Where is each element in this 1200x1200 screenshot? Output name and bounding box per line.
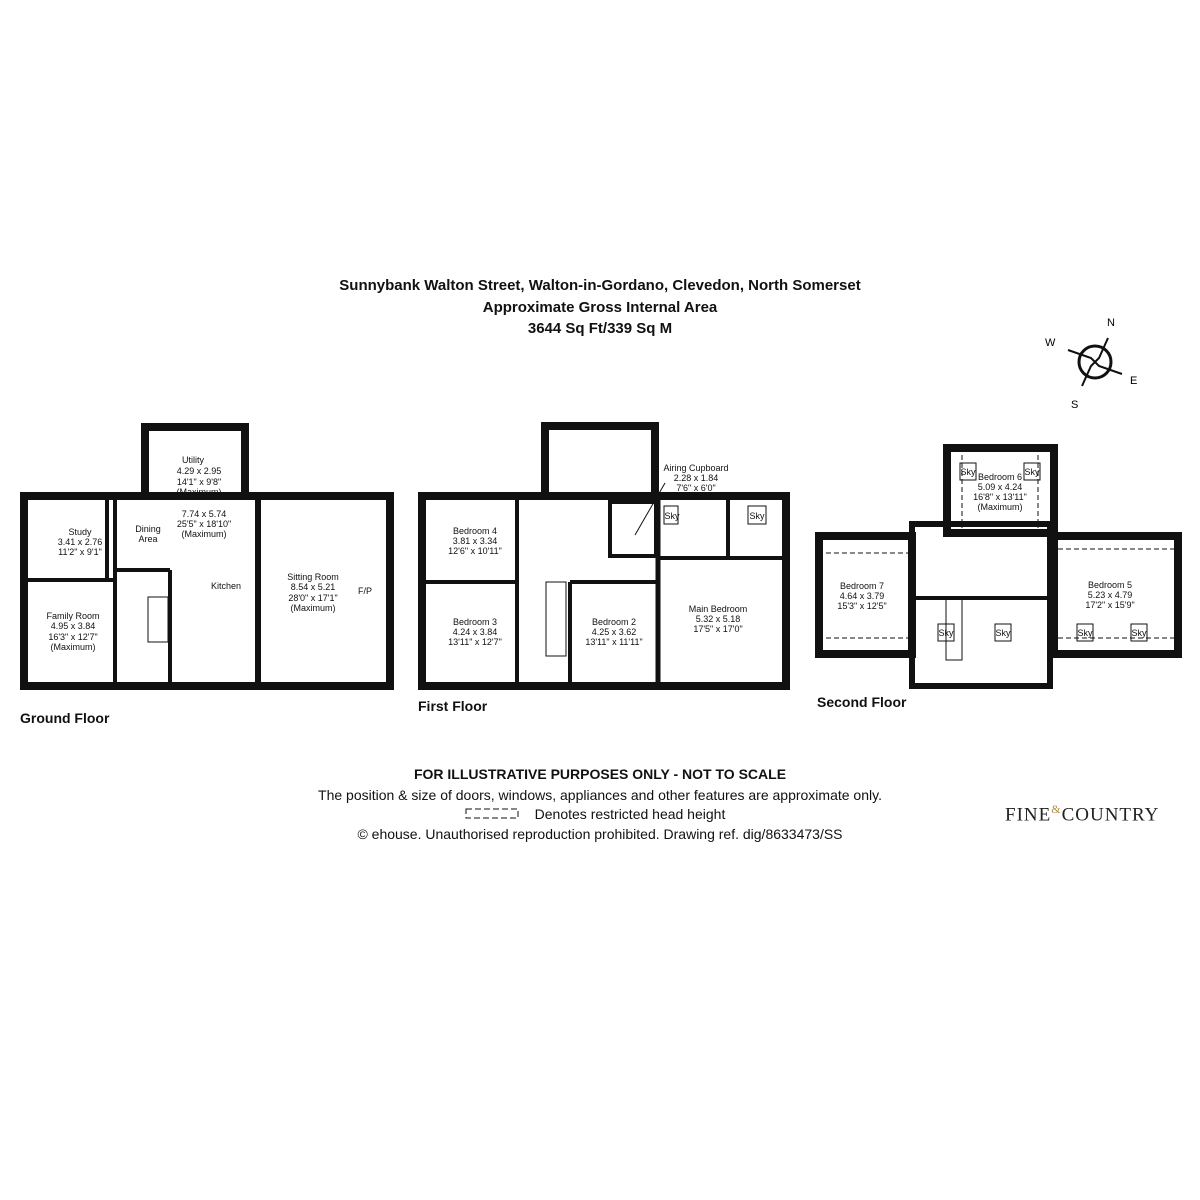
ground-floor-label: Ground Floor <box>20 710 110 726</box>
family-note: (Maximum) <box>51 642 96 652</box>
disclaimer: FOR ILLUSTRATIVE PURPOSES ONLY - NOT TO … <box>413 766 787 782</box>
dining-name: Dining <box>135 524 161 534</box>
first-floor-label: First Floor <box>418 698 488 714</box>
bed5-metric: 5.23 x 4.79 <box>1088 590 1133 600</box>
dining-imperial: 25'5" x 18'10" <box>177 519 231 529</box>
sitting-name: Sitting Room <box>287 572 339 582</box>
area-subtitle: Approximate Gross Internal Area <box>482 299 718 316</box>
skylight-icon: Sky <box>959 462 977 481</box>
svg-text:Sky: Sky <box>960 467 976 477</box>
family-name: Family Room <box>46 611 99 621</box>
svg-text:Sky: Sky <box>664 511 680 521</box>
fireplace-label: F/P <box>358 586 372 596</box>
dining-metric: 7.74 x 5.74 <box>182 509 227 519</box>
bed7-imperial: 15'3" x 12'5" <box>837 601 886 611</box>
bed2-imperial: 13'11" x 11'11" <box>585 637 642 647</box>
skylight-icon: Sky <box>747 505 767 525</box>
compass-w: W <box>1045 337 1056 349</box>
skylight-icon: Sky <box>1130 623 1148 642</box>
bed4-imperial: 12'6" x 10'11" <box>448 546 502 556</box>
svg-text:Sky: Sky <box>995 628 1011 638</box>
footer-line4: © ehouse. Unauthorised reproduction proh… <box>357 826 843 842</box>
bed4-name: Bedroom 4 <box>453 526 497 536</box>
compass-s: S <box>1071 399 1078 411</box>
second-floor-label: Second Floor <box>817 694 907 710</box>
airing-metric: 2.28 x 1.84 <box>674 473 719 483</box>
bed2-metric: 4.25 x 3.62 <box>592 627 637 637</box>
first-floor-walls <box>418 422 790 690</box>
main-bedroom-imperial: 17'5" x 17'0" <box>693 624 742 634</box>
skylight-icon: Sky <box>994 623 1012 642</box>
compass-e: E <box>1130 375 1137 387</box>
bed3-name: Bedroom 3 <box>453 617 497 627</box>
family-imperial: 16'3" x 12'7" <box>48 632 97 642</box>
study-name: Study <box>68 527 92 537</box>
utility-note: (Maximum) <box>177 487 222 497</box>
svg-text:Utility: Utility <box>182 455 204 465</box>
ground-floor-walls <box>20 423 394 690</box>
bed7-metric: 4.64 x 3.79 <box>840 591 885 601</box>
bed5-imperial: 17'2" x 15'9" <box>1085 600 1134 610</box>
compass-n: N <box>1107 317 1115 329</box>
skylight-icon: Sky <box>663 505 680 525</box>
restricted-head-height-symbol <box>465 808 519 819</box>
svg-text:Sky: Sky <box>938 628 954 638</box>
bed6-note: (Maximum) <box>978 502 1023 512</box>
bed3-imperial: 13'11" x 12'7" <box>448 637 502 647</box>
property-title: Sunnybank Walton Street, Walton-in-Gorda… <box>339 277 861 294</box>
skylight-icon: Sky <box>937 623 955 642</box>
compass-icon: N E S W <box>1045 317 1137 411</box>
bed4-metric: 3.81 x 3.34 <box>453 536 498 546</box>
skylight-icon: Sky <box>1076 623 1094 642</box>
sitting-note: (Maximum) <box>291 603 336 613</box>
dining-name2: Area <box>138 534 157 544</box>
bed6-imperial: 16'8" x 13'11" <box>973 492 1027 502</box>
second-floor-walls <box>815 444 1182 689</box>
main-bedroom-metric: 5.32 x 5.18 <box>696 614 741 624</box>
bed5-name: Bedroom 5 <box>1088 580 1132 590</box>
footer-line3: Denotes restricted head height <box>534 806 726 822</box>
family-metric: 4.95 x 3.84 <box>51 621 96 631</box>
skylight-icon: Sky <box>1023 462 1041 481</box>
sitting-imperial: 28'0" x 17'1" <box>288 593 337 603</box>
airing-name: Airing Cupboard <box>663 463 728 473</box>
sitting-metric: 8.54 x 5.21 <box>291 582 336 592</box>
area-value: 3644 Sq Ft/339 Sq M <box>527 320 673 337</box>
bed3-metric: 4.24 x 3.84 <box>453 627 498 637</box>
utility-imperial: 14'1" x 9'8" <box>177 477 221 487</box>
footer-line2: The position & size of doors, windows, a… <box>318 787 882 803</box>
kitchen-name: Kitchen <box>211 581 241 591</box>
svg-text:Sky: Sky <box>1131 628 1147 638</box>
utility-metric: 4.29 x 2.95 <box>177 466 222 476</box>
staircase-icon <box>147 581 963 661</box>
fine-and-country-logo: FINE&COUNTRY <box>1005 802 1160 826</box>
bed7-name: Bedroom 7 <box>840 581 884 591</box>
svg-text:Sky: Sky <box>1024 467 1040 477</box>
svg-text:Sky: Sky <box>749 511 765 521</box>
airing-imperial: 7'6" x 6'0" <box>676 483 715 493</box>
bed6-name: Bedroom 6 <box>978 472 1022 482</box>
main-bedroom-name: Main Bedroom <box>689 604 748 614</box>
study-imperial: 11'2" x 9'1" <box>58 547 102 557</box>
study-metric: 3.41 x 2.76 <box>58 537 103 547</box>
dining-note: (Maximum) <box>182 529 227 539</box>
bed6-metric: 5.09 x 4.24 <box>978 482 1023 492</box>
svg-text:Sky: Sky <box>1077 628 1093 638</box>
bed2-name: Bedroom 2 <box>592 617 636 627</box>
